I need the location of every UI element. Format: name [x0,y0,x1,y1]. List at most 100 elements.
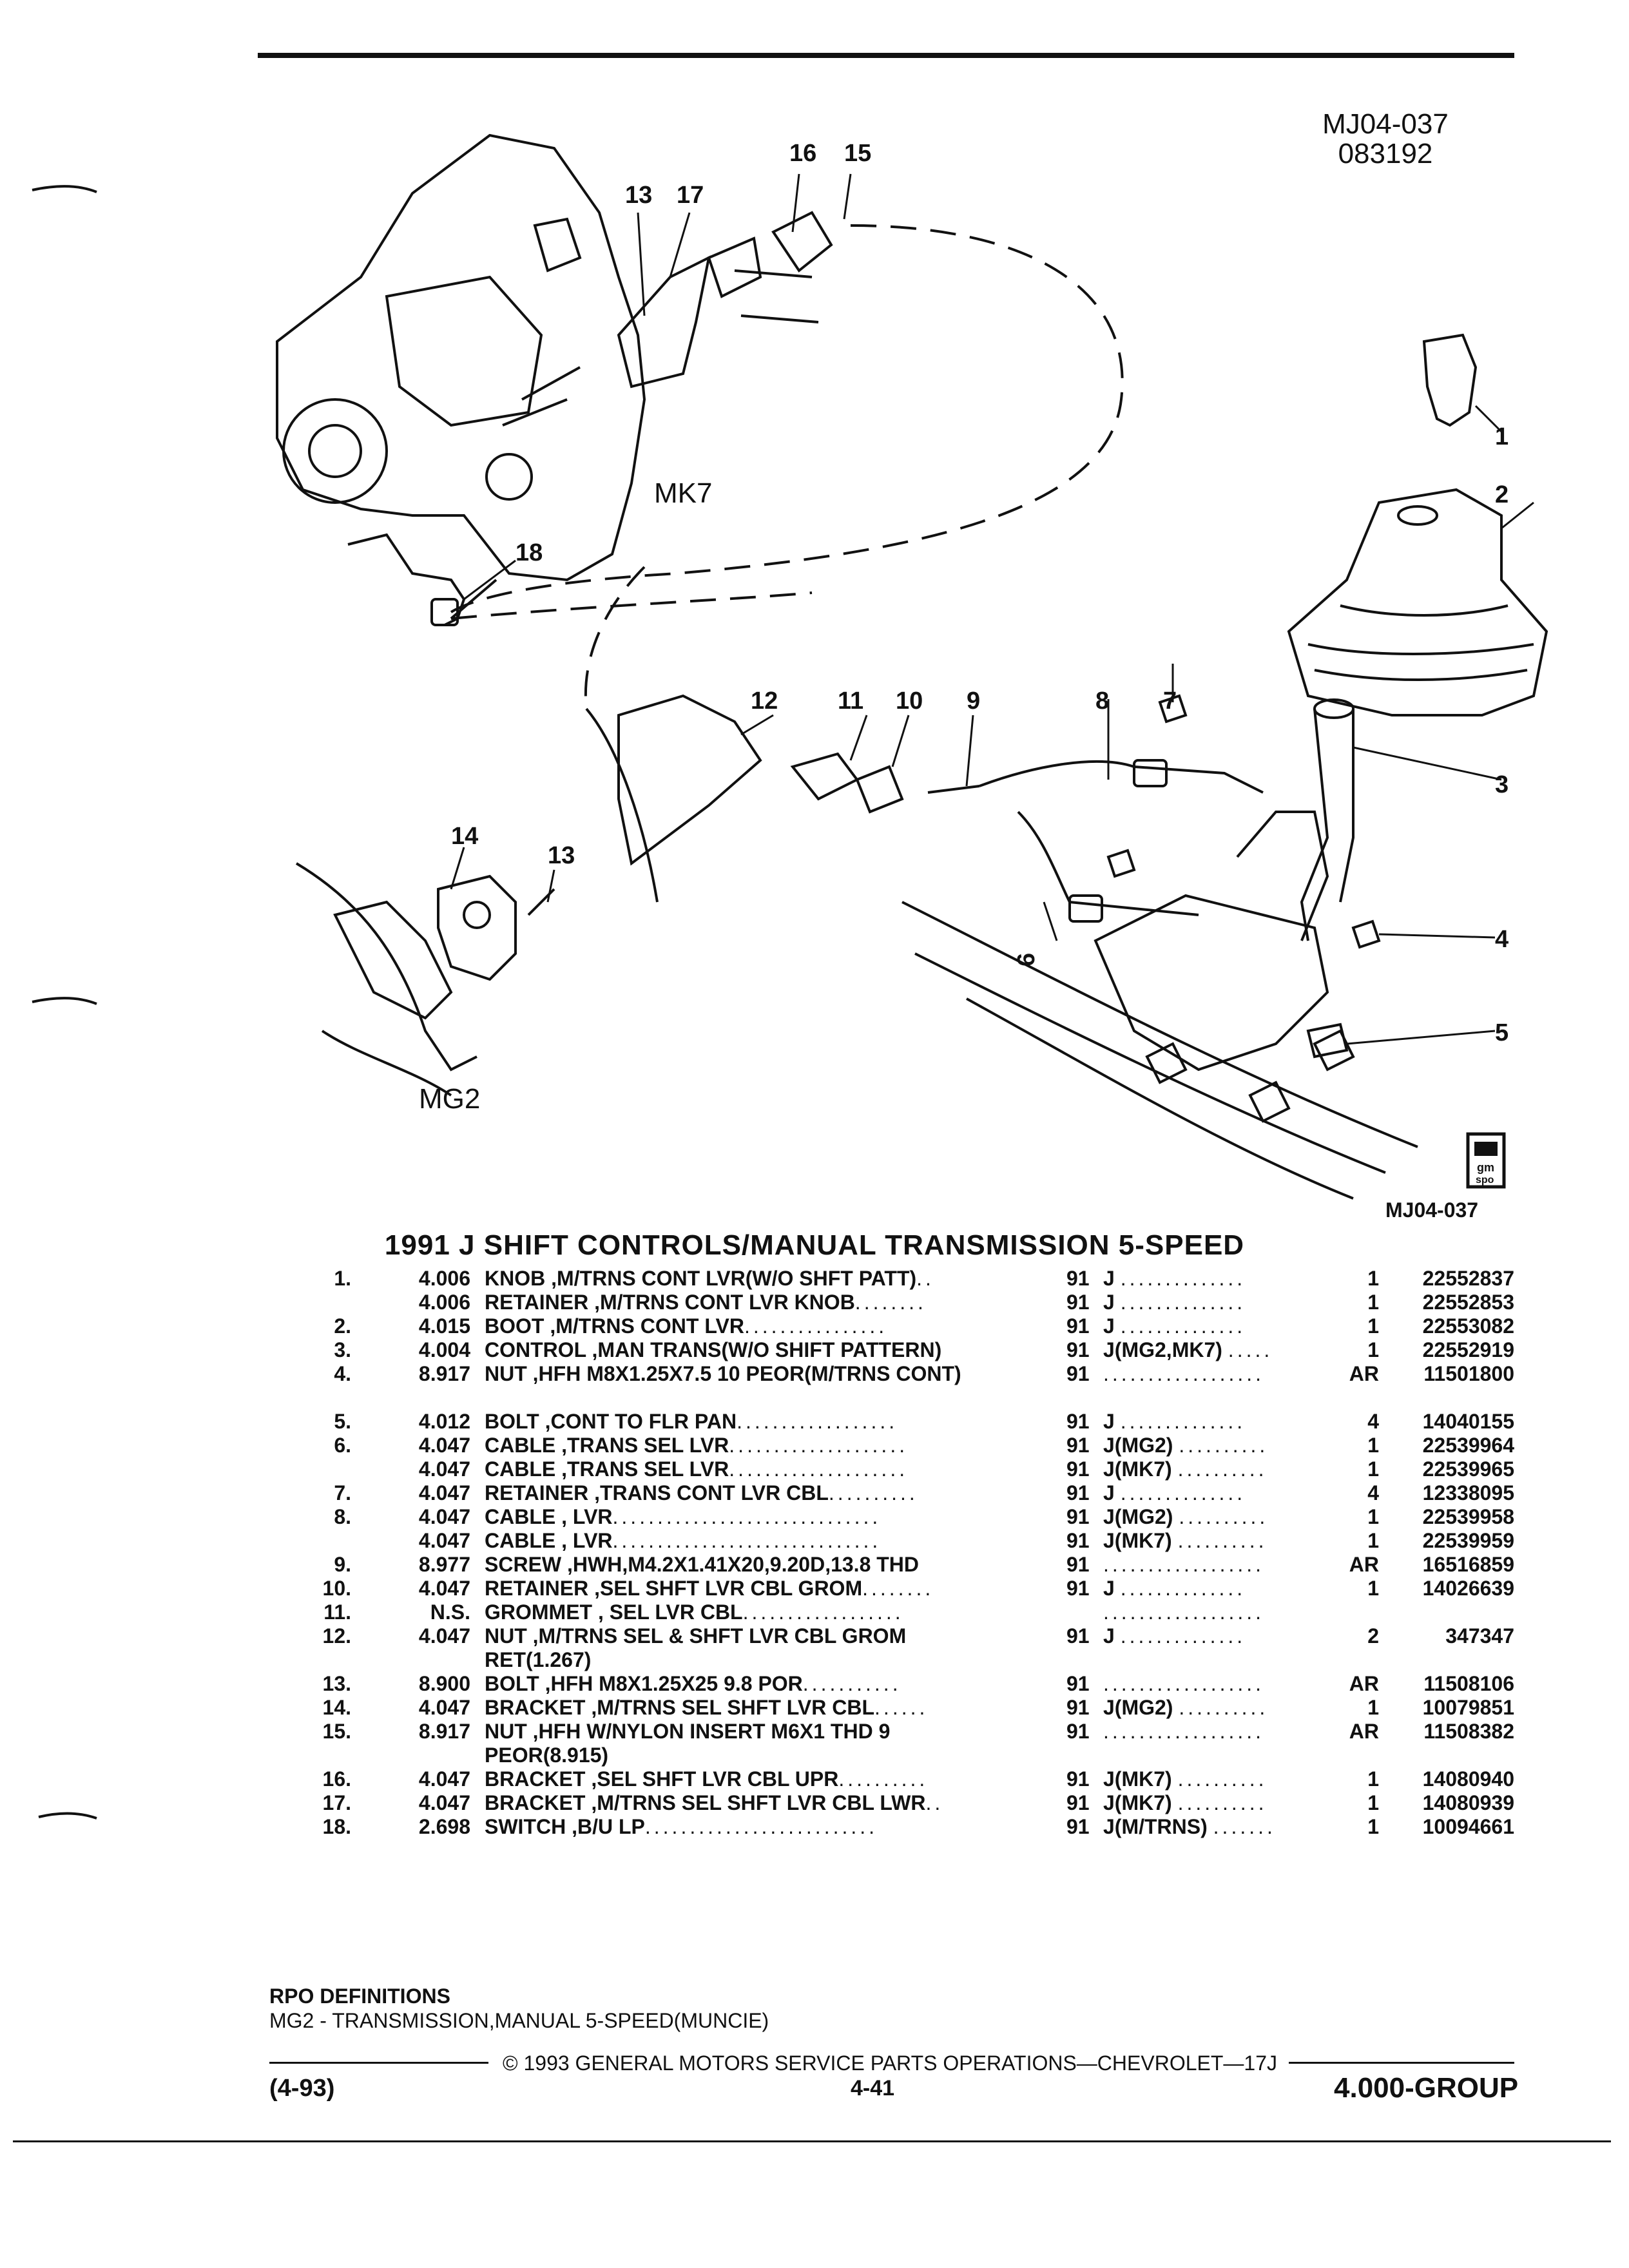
application: .................. [1103,1600,1322,1624]
application: J .............. [1103,1410,1322,1434]
model-year: 91 [1066,1267,1090,1290]
item-number: 18. [322,1815,351,1838]
quantity: 1 [1367,1434,1379,1457]
group-code: 8.917 [418,1720,470,1743]
leader-dots: .......... [1179,1434,1269,1457]
quantity: 1 [1367,1767,1379,1791]
group-code: 4.047 [418,1696,470,1719]
figure-id: MJ04-037 [1385,1198,1479,1222]
callout-4: 4 [1495,926,1509,953]
part-detail: ,TRANS SEL LVR [555,1457,729,1481]
shift-lever [1300,708,1354,941]
model-year: 91 [1066,1457,1090,1481]
part-name: BRACKET [485,1791,586,1814]
part-number: 14080940 [1422,1767,1514,1791]
application-code: J(M/TRNS) [1103,1815,1208,1838]
model-year: 91 [1066,1529,1090,1552]
callout-14: 14 [451,823,478,850]
model-year: 91 [1066,1791,1090,1814]
leader-dots: .............. [1120,1577,1246,1600]
part-description: SWITCH ,B/U LP.......................... [485,1815,1013,1839]
model-year: 91 [1066,1314,1090,1338]
gm-spo-logo: gm spo [1466,1132,1506,1189]
leader-dots: .. [925,1791,944,1814]
application: J(MG2) .......... [1103,1505,1322,1529]
part-number: 11508106 [1423,1672,1514,1695]
application: .................. [1103,1553,1322,1577]
part-detail: , LVR [555,1505,613,1528]
part-name: BOOT [485,1314,545,1338]
part-name: BRACKET [485,1696,586,1719]
part-description: BOLT ,CONT TO FLR PAN.................. [485,1410,1013,1434]
rpo-definition: MG2 - TRANSMISSION,MANUAL 5-SPEED(MUNCIE… [269,2009,769,2032]
leader-dots: .......... [1179,1505,1269,1528]
model-year: 91 [1066,1767,1090,1791]
application: J(MK7) .......... [1103,1767,1322,1791]
bracket-14 [437,874,517,981]
shifter-base [1094,894,1329,1072]
part-number: 22539959 [1422,1529,1514,1552]
cable-8 [979,760,1264,794]
part-detail: ,TRANS SEL LVR [555,1434,729,1457]
item-number: 16. [322,1767,351,1791]
application: .................. [1103,1672,1322,1696]
quantity: 4 [1367,1481,1379,1504]
quantity: AR [1349,1362,1379,1385]
model-year: 91 [1066,1624,1090,1648]
application-code: J [1103,1481,1115,1504]
part-description: RETAINER ,SEL SHFT LVR CBL GROM........ [485,1577,1013,1600]
part-name: CABLE [485,1505,556,1528]
application-code: J [1103,1314,1115,1338]
doc-date: 083192 [1338,138,1433,169]
application: J(MK7) .......... [1103,1529,1322,1553]
application: J .............. [1103,1291,1322,1314]
callout-5: 5 [1495,1019,1509,1046]
group-code: 4.047 [418,1767,470,1791]
leader-dots: ........ [854,1291,927,1314]
page-title: 1991 J SHIFT CONTROLS/MANUAL TRANSMISSIO… [384,1229,1245,1261]
leader-dots: .. [916,1267,934,1290]
leader-dots: .......... [1177,1767,1268,1791]
part-number: 10079851 [1422,1696,1514,1719]
part-detail: ,M/TRNS CONT LVR KNOB [588,1291,855,1314]
backup-lamp-switch [347,533,497,626]
application-code: J [1103,1624,1115,1648]
part-description: RETAINER ,TRANS CONT LVR CBL.......... [485,1481,1013,1505]
application-code: J [1103,1577,1115,1600]
part-detail: ,M/TRNS SEL SHFT LVR CBL LWR [585,1791,926,1814]
bottom-rule [13,2140,1611,2142]
item-number: 17. [322,1791,351,1814]
svg-text:spo: spo [1476,1175,1494,1186]
model-year: 91 [1066,1481,1090,1504]
application: J .............. [1103,1481,1322,1505]
callout-10: 10 [896,687,923,715]
part-description: CONTROL ,MAN TRANS(W/O SHIFT PATTERN) [485,1338,1013,1362]
part-name: KNOB [485,1267,546,1290]
quantity: 1 [1367,1267,1379,1290]
part-description: KNOB ,M/TRNS CONT LVR(W/O SHFT PATT).. [485,1267,1013,1291]
part-number: 22553082 [1422,1314,1514,1338]
shift-cable-bracket [617,255,711,389]
part-description: NUT ,M/TRNS SEL & SHFT LVR CBL GROM RET(… [485,1624,1013,1672]
part-detail: ,HWH,M4.2X1.41X20,9.20D,13.8 THD [561,1553,920,1576]
application-code: J(MG2,MK7) [1103,1338,1222,1361]
part-detail: ,HFH M8X1.25X25 9.8 POR [539,1672,803,1695]
application-code: J(MK7) [1103,1529,1172,1552]
leader-dots: .................... [729,1434,909,1457]
screw-9 [927,785,980,794]
model-year: 91 [1066,1815,1090,1838]
model-year: 91 [1066,1672,1090,1695]
part-name: SWITCH [485,1815,566,1838]
doc-number-header: MJ04-037 083192 [1302,110,1469,169]
model-year: 91 [1066,1338,1090,1361]
label-mk7: MK7 [654,477,712,509]
mg2-bracket-view [295,862,555,1097]
group-code: 2.698 [418,1815,470,1838]
part-name: NUT [485,1624,527,1648]
leader-dots: .............. [1120,1481,1246,1504]
